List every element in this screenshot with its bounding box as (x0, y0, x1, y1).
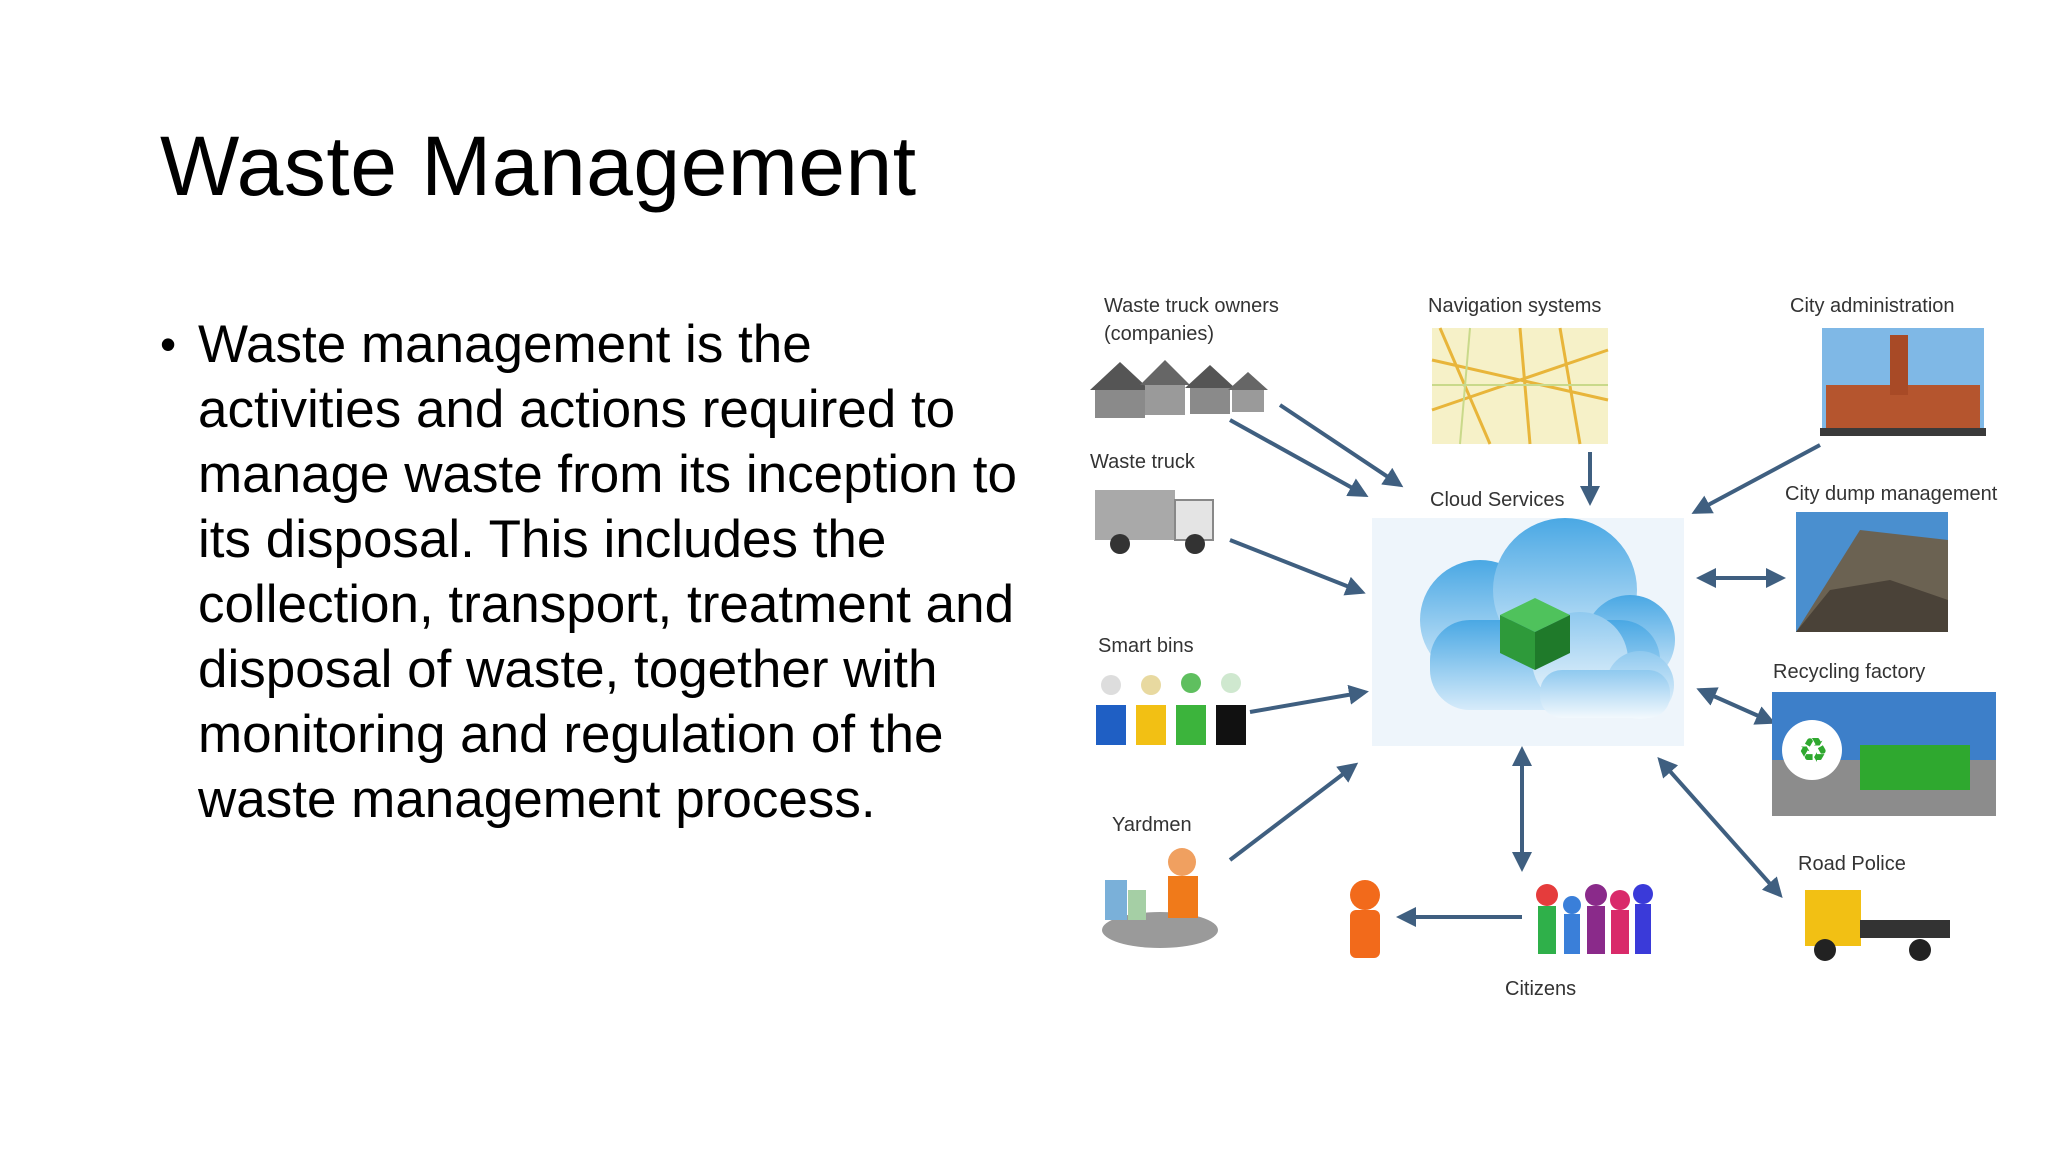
official-person-icon (1350, 880, 1380, 958)
slide-title: Waste Management (160, 119, 917, 213)
truck-owners-label: Waste truck owners (1104, 295, 1279, 317)
bullet-item: • Waste management is the activities and… (160, 312, 1020, 832)
diagram-svg: Cloud Services (1090, 295, 1998, 1000)
yardmen-node: Yardmen (1102, 814, 1218, 948)
city-dump-node: City dump management (1785, 483, 1998, 632)
recycling-factory-icon: ♻ (1772, 692, 1996, 816)
arrow-city-admin (1691, 443, 1821, 514)
citizens-label: Citizens (1505, 978, 1576, 1000)
cube-icon (1500, 598, 1570, 670)
truck-owners-sublabel: (companies) (1104, 323, 1214, 345)
cloud-services-node: Cloud Services (1372, 489, 1684, 746)
yardmen-label: Yardmen (1112, 814, 1192, 836)
building-icon (1820, 328, 1986, 436)
navigation-node: Navigation systems (1428, 295, 1609, 445)
arrow-yardmen (1228, 762, 1359, 862)
city-dump-label: City dump management (1785, 483, 1998, 505)
recycle-icon: ♻ (1798, 731, 1828, 771)
smart-bins-node: Smart bins (1096, 635, 1246, 745)
arrow-waste-truck (1229, 538, 1366, 596)
waste-management-diagram: Cloud Services (1060, 290, 2040, 1010)
arrow-truck-owners (1229, 418, 1369, 497)
road-police-node: Road Police (1798, 853, 1950, 961)
bins-icon (1096, 673, 1246, 745)
recycling-node: Recycling factory ♻ (1772, 661, 1996, 816)
connector-arrows (1228, 403, 1821, 927)
bullet-text: Waste management is the activities and a… (198, 315, 1017, 829)
garbage-truck-icon (1095, 490, 1214, 554)
citizens-group-icon (1536, 884, 1653, 954)
city-admin-label: City administration (1790, 295, 1955, 317)
citizens-node: Citizens (1350, 880, 1653, 1000)
arrow-truck-owners-2 (1278, 403, 1404, 488)
waste-truck-label: Waste truck (1090, 451, 1196, 473)
smart-bins-label: Smart bins (1098, 635, 1194, 657)
recycling-label: Recycling factory (1773, 661, 1925, 683)
houses-icon (1090, 360, 1268, 418)
map-icon (1431, 327, 1609, 445)
yardman-icon (1102, 848, 1218, 948)
arrow-road-police (1657, 757, 1783, 898)
city-admin-node: City administration (1790, 295, 1986, 436)
truck-owners-node: Waste truck owners (companies) (1090, 295, 1279, 418)
arrow-smart-bins (1249, 684, 1369, 714)
tow-truck-icon (1805, 890, 1950, 961)
bullet-icon: • (160, 318, 177, 370)
navigation-label: Navigation systems (1428, 295, 1601, 317)
arrow-recycling (1696, 687, 1776, 725)
road-police-label: Road Police (1798, 853, 1906, 875)
waste-truck-node: Waste truck (1090, 451, 1214, 554)
dump-icon (1796, 512, 1948, 632)
cloud-services-label: Cloud Services (1430, 489, 1565, 511)
